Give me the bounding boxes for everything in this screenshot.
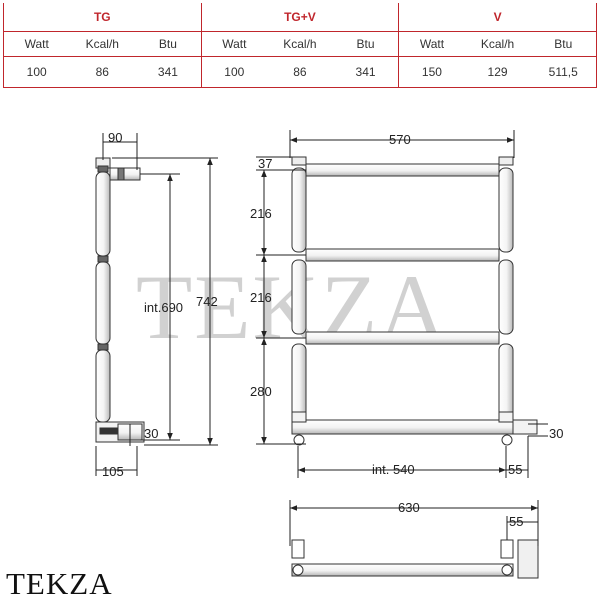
unit-cell: Watt xyxy=(3,31,70,57)
front-bottom-joint-left xyxy=(291,411,307,423)
dim-side-top-width: 90 xyxy=(108,130,122,145)
unit-cell: Btu xyxy=(332,31,399,57)
front-foot-left xyxy=(293,434,305,446)
spec-group-row: TG TG+V V xyxy=(3,3,597,32)
front-top-cap-right xyxy=(498,156,514,166)
top-view-foot-right xyxy=(501,564,513,576)
dim-front-inner-width: int. 540 xyxy=(372,462,415,477)
side-upright-segment xyxy=(95,349,111,423)
unit-cell: Watt xyxy=(398,31,465,57)
front-foot-right xyxy=(501,434,513,446)
top-view xyxy=(291,539,539,579)
side-view xyxy=(95,157,145,443)
side-joint xyxy=(97,165,109,173)
unit-cell: Kcal/h xyxy=(69,31,136,57)
dim-front-span-2: 216 xyxy=(250,290,272,305)
front-left-upright xyxy=(291,167,307,253)
top-view-rail xyxy=(291,563,514,577)
side-joint xyxy=(97,343,109,351)
top-dimensions xyxy=(289,500,539,546)
front-left-upright xyxy=(291,259,307,335)
top-view-valve xyxy=(517,539,539,579)
dim-side-total-height: 742 xyxy=(196,294,218,309)
value-cell: 86 xyxy=(69,56,136,88)
side-upright-segment xyxy=(95,261,111,345)
dim-front-side-offset: 55 xyxy=(508,462,522,477)
unit-cell: Btu xyxy=(135,31,202,57)
unit-cell: Watt xyxy=(200,31,267,57)
dim-front-span-3: 280 xyxy=(250,384,272,399)
dim-side-bottom-width: 105 xyxy=(102,464,124,479)
spec-units-row: Watt Kcal/h Btu Watt Kcal/h Btu Watt Kca… xyxy=(3,31,597,57)
brand-logo-text: TEKZA xyxy=(6,566,113,601)
unit-cell: Btu xyxy=(530,31,597,57)
dim-side-inner-height: int.690 xyxy=(144,300,183,315)
group-tg-v: TG+V xyxy=(200,3,399,32)
unit-cell: Kcal/h xyxy=(267,31,333,57)
side-dimensions xyxy=(95,133,218,476)
front-valve xyxy=(512,419,538,435)
value-cell: 150 xyxy=(398,56,465,88)
side-joint xyxy=(97,255,109,263)
unit-cell: Kcal/h xyxy=(464,31,531,57)
front-left-upright xyxy=(291,343,307,421)
dim-front-span-1: 216 xyxy=(250,206,272,221)
value-cell: 100 xyxy=(200,56,267,88)
dim-front-top-offset: 37 xyxy=(258,156,272,171)
front-right-upright xyxy=(498,259,514,335)
spec-table: TG TG+V V Watt Kcal/h Btu Watt Kcal/h Bt… xyxy=(3,3,597,88)
side-valve-slot xyxy=(99,427,119,435)
front-bar xyxy=(305,248,500,262)
dim-top-total-width: 630 xyxy=(398,500,420,515)
front-bottom-bar xyxy=(291,419,514,435)
front-right-upright xyxy=(498,343,514,421)
side-upright-segment xyxy=(95,171,111,257)
dim-side-valve-offset: 30 xyxy=(144,426,158,441)
dim-front-valve-offset: 30 xyxy=(549,426,563,441)
front-bar-top xyxy=(305,163,500,177)
value-cell: 86 xyxy=(267,56,333,88)
value-cell: 341 xyxy=(332,56,399,88)
top-view-arm-right xyxy=(500,539,514,559)
value-cell: 100 xyxy=(3,56,70,88)
dim-top-side-offset: 55 xyxy=(509,514,523,529)
top-view-foot-left xyxy=(292,564,304,576)
front-dimensions xyxy=(256,130,548,478)
spec-values-row: 100 86 341 100 86 341 150 129 511,5 xyxy=(3,56,597,88)
side-top-arm xyxy=(109,167,141,181)
side-top-arm-ring xyxy=(117,167,125,181)
front-bottom-joint-right xyxy=(498,411,514,423)
dim-front-total-width: 570 xyxy=(389,132,411,147)
group-v: V xyxy=(398,3,597,32)
front-bar xyxy=(305,331,500,345)
group-tg: TG xyxy=(3,3,202,32)
value-cell: 511,5 xyxy=(530,56,597,88)
top-view-arm-left xyxy=(291,539,305,559)
value-cell: 129 xyxy=(464,56,531,88)
front-right-upright xyxy=(498,167,514,253)
value-cell: 341 xyxy=(135,56,202,88)
front-top-cap-left xyxy=(291,156,307,166)
